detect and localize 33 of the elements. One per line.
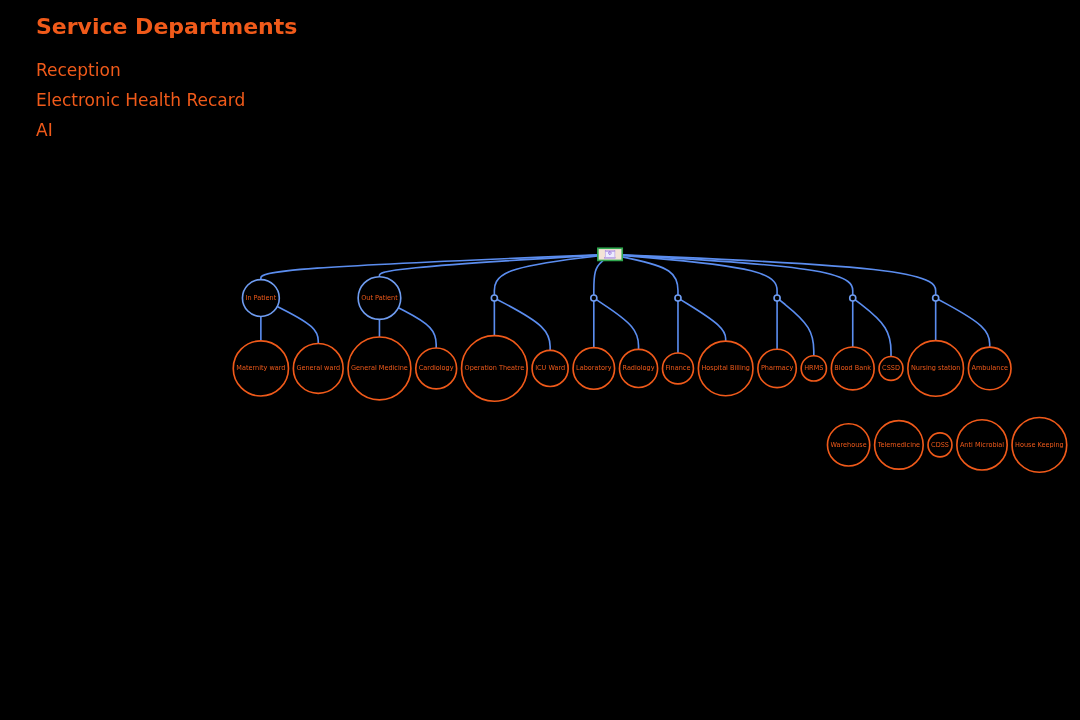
connector xyxy=(593,259,604,296)
diagram-title: Service Departments xyxy=(36,14,298,39)
connector xyxy=(260,253,599,281)
connector xyxy=(854,298,892,358)
text-label: Electronic Health Recard xyxy=(36,90,246,110)
connector xyxy=(934,300,937,342)
connector xyxy=(621,255,679,296)
connector xyxy=(260,315,262,342)
node-circle xyxy=(674,293,682,302)
connector xyxy=(937,298,991,348)
connector xyxy=(493,300,496,337)
connector xyxy=(778,298,815,357)
text-label: AI xyxy=(36,120,54,140)
connector xyxy=(679,298,727,342)
node-circle xyxy=(931,293,940,302)
connector xyxy=(677,300,679,354)
connector xyxy=(776,300,778,350)
connector xyxy=(621,254,854,296)
node-circle xyxy=(848,293,857,302)
text-label: Reception xyxy=(36,60,122,80)
connector xyxy=(621,253,937,296)
connector xyxy=(621,254,778,296)
connector xyxy=(593,300,595,349)
connector xyxy=(378,254,599,278)
connector xyxy=(851,300,854,348)
connector xyxy=(595,298,640,350)
connector xyxy=(496,298,551,351)
connector xyxy=(397,306,437,349)
node-circle xyxy=(490,293,499,302)
node-circle xyxy=(589,293,598,302)
connector xyxy=(276,305,320,345)
node-circle xyxy=(773,293,781,302)
connector xyxy=(493,254,599,296)
